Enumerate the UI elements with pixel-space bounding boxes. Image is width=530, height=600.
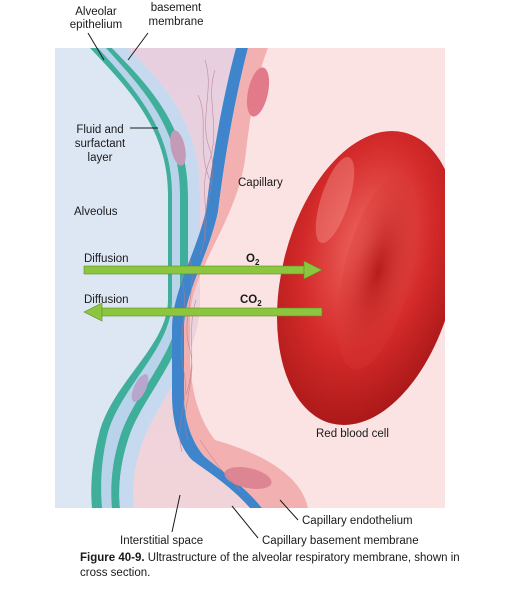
leader-interstitial-space — [171, 494, 181, 533]
leader-capillary-basement-membrane — [231, 505, 259, 539]
label-alveolar-epithelium-line1: Alveolar — [75, 6, 117, 18]
figure-caption: Figure 40-9. Ultrastructure of the alveo… — [80, 551, 460, 581]
label-co2: CO2 — [240, 294, 262, 308]
alveolar-epithelium — [90, 48, 188, 508]
o2-symbol: O — [246, 253, 255, 265]
label-red-blood-cell: Red blood cell — [316, 428, 389, 440]
label-fluid-line3: layer — [88, 152, 113, 164]
label-fluid-line2: surfactant — [75, 138, 126, 150]
endothelial-nucleus — [224, 467, 272, 489]
leader-alveolar-epithelium — [87, 32, 105, 61]
label-basement-membrane-line1: basement — [151, 2, 202, 14]
red-blood-cell-highlight — [315, 156, 355, 244]
figure-number: Figure 40-9. — [80, 552, 145, 564]
label-diffusion-o2: Diffusion — [84, 253, 129, 265]
figure-caption-text: Ultrastructure of the alveolar respirato… — [80, 552, 460, 579]
label-alveolar-epithelium-line2: epithelium — [70, 19, 122, 31]
label-diffusion-co2: Diffusion — [84, 294, 129, 306]
endothelial-nucleus — [246, 67, 270, 117]
label-capillary-endothelium: Capillary endothelium — [302, 515, 413, 527]
co2-diffusion-arrow — [83, 302, 323, 322]
epithelial-nucleus — [131, 374, 149, 402]
o2-diffusion-arrow — [83, 260, 323, 280]
leader-capillary-endothelium — [279, 499, 299, 521]
label-capillary: Capillary — [238, 177, 283, 189]
fluid-surfactant-layer — [98, 48, 180, 508]
label-basement-membrane-line2: membrane — [149, 16, 204, 28]
red-blood-cell-center — [337, 174, 419, 370]
label-interstitial-space: Interstitial space — [120, 535, 203, 547]
capillary-endothelium — [184, 48, 308, 508]
o2-subscript: 2 — [255, 258, 260, 267]
leader-basement-membrane — [127, 32, 149, 61]
epithelial-nucleus — [170, 130, 186, 166]
co2-symbol: CO — [240, 294, 257, 306]
label-alveolus: Alveolus — [74, 206, 118, 218]
label-fluid-line1: Fluid and — [76, 124, 123, 136]
co2-subscript: 2 — [257, 299, 262, 308]
capillary-basement-membrane — [172, 48, 262, 508]
label-o2: O2 — [246, 253, 260, 267]
label-capillary-basement-membrane: Capillary basement membrane — [262, 535, 419, 547]
